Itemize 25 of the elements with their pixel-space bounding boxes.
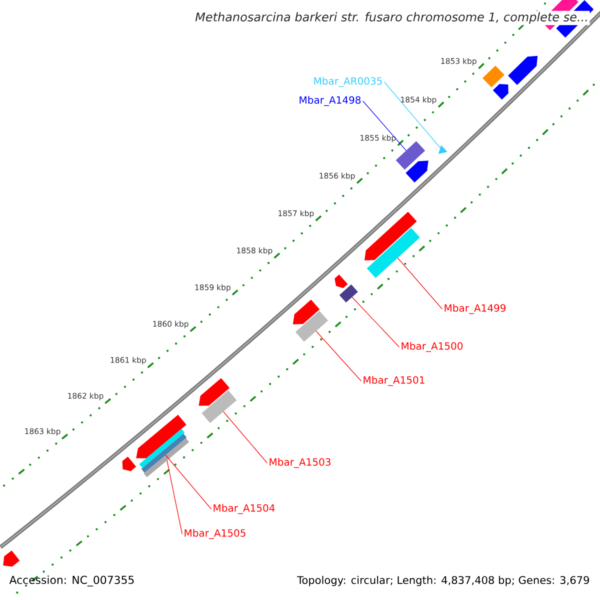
- gene-feature: [438, 145, 448, 154]
- gene-label: Mbar_A1503: [270, 458, 330, 468]
- leader-line: [316, 330, 362, 382]
- leader-line: [352, 296, 400, 348]
- gene-label: Mbar_A1499: [444, 304, 506, 314]
- footer-text: Topology: circular; Length: 4,837,408 bp; Genes: 3,679: [297, 576, 589, 586]
- gene-label: Mbar_A1505: [184, 529, 246, 539]
- gene-feature: [366, 228, 420, 278]
- gene-label: Mbar_A1498: [300, 96, 361, 106]
- gene-label: Mbar_A1501: [364, 376, 424, 386]
- leader-line: [397, 258, 442, 310]
- gene-label: Mbar_AR0035: [314, 77, 382, 87]
- gene-feature: [202, 390, 237, 423]
- leader-line: [223, 411, 268, 464]
- footer-text: Accession: NC_007355: [9, 576, 134, 586]
- leader-line: [166, 460, 182, 534]
- leader-line: [165, 454, 212, 510]
- leader-line: [362, 100, 406, 151]
- gene-label: Mbar_A1500: [402, 342, 463, 352]
- leader-line: [384, 82, 441, 148]
- gene-feature: [295, 310, 328, 342]
- gene-feature: [396, 141, 426, 170]
- gene-label: Mbar_A1504: [214, 504, 275, 514]
- title: Methanosarcina barkeri str. fusaro chromosome 1, complete se...: [194, 10, 590, 26]
- gene-feature: [339, 284, 358, 303]
